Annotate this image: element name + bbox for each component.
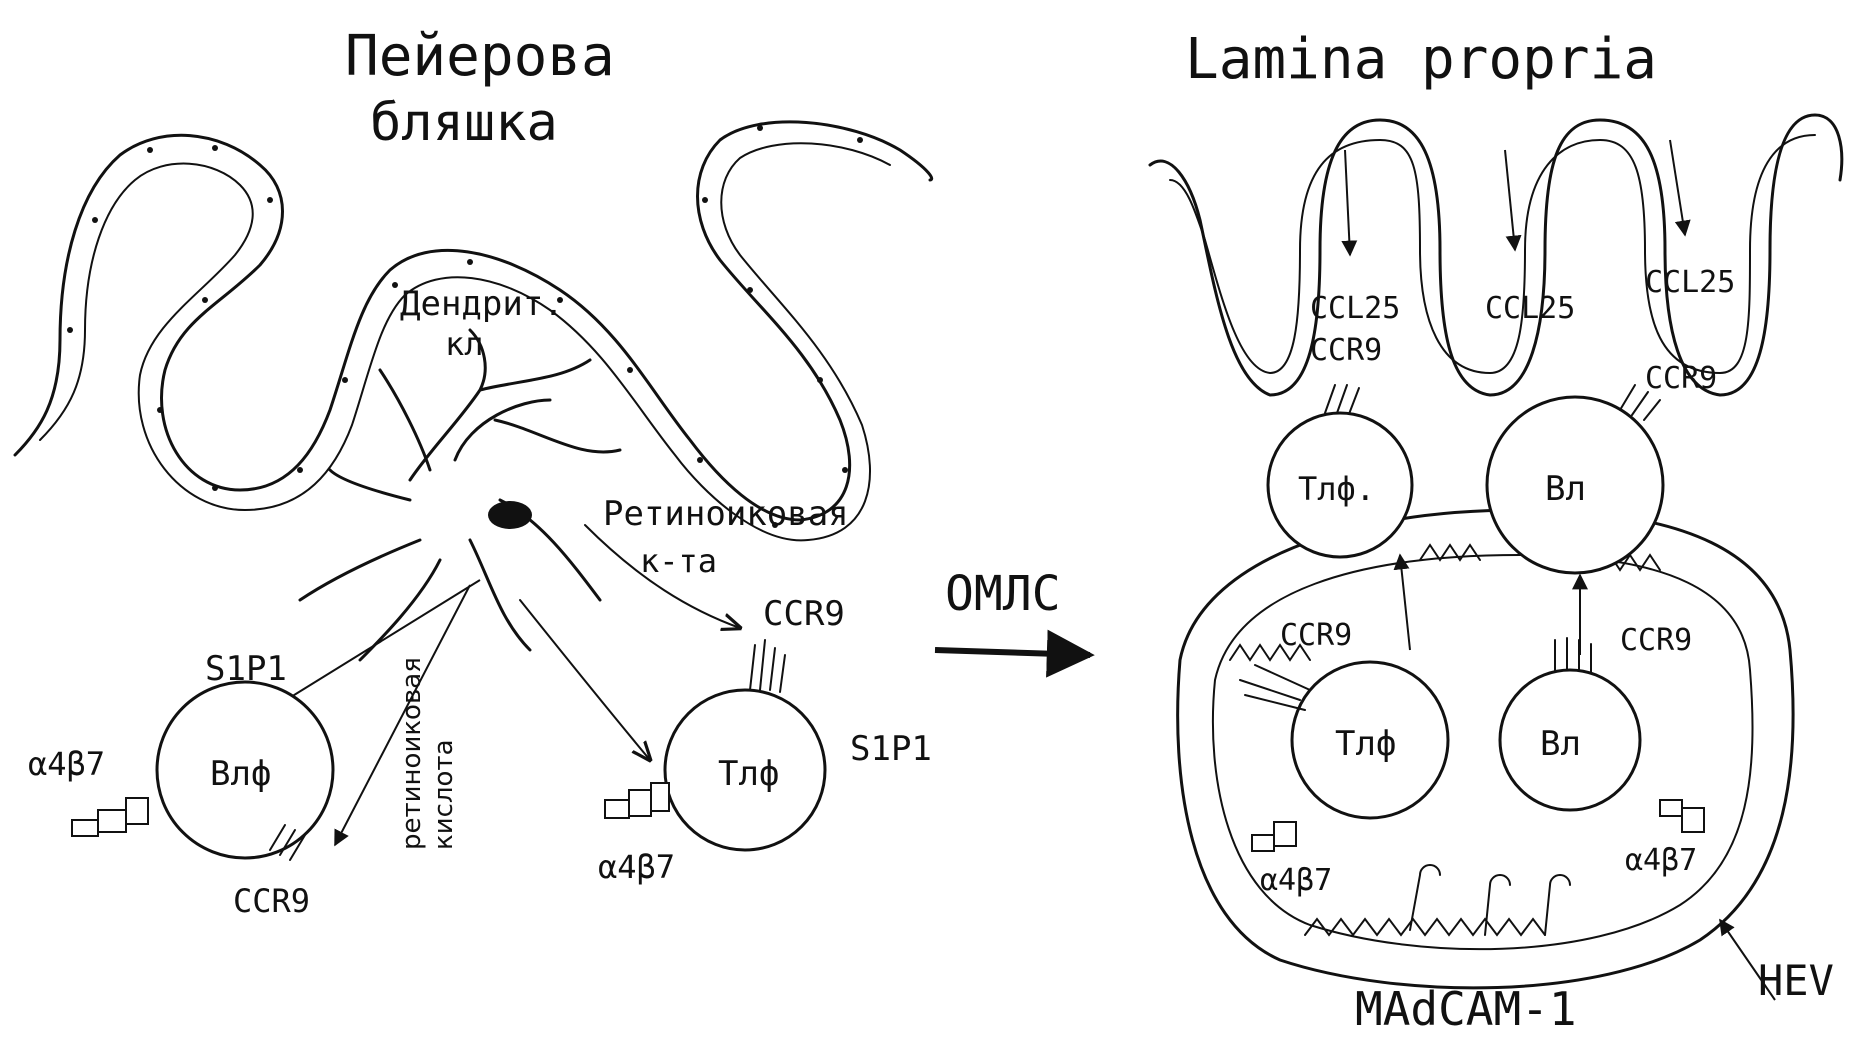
peyers-patch-panel: Пейерова бляшка Дендрит. кл Ретиноиковая…: [15, 24, 932, 920]
a4b7-left-label: α4β7: [28, 745, 105, 783]
arrow-to-t-cell-a4b7: [520, 600, 650, 760]
dendritic-cell-label-line2: кл: [445, 325, 484, 363]
dendritic-cell-nucleus: [488, 501, 532, 529]
a4b7-right-panel-left-label: α4β7: [1260, 863, 1332, 898]
villi-outline: [1150, 115, 1842, 395]
t-cell-inner-label: Tлф: [1335, 724, 1396, 764]
ccl25-label-1: CCL25: [1310, 291, 1400, 326]
printed-retinoic-label: ретиноиковая кислота: [397, 657, 459, 850]
retinoic-label-line1: Ретиноиковая: [603, 494, 849, 534]
dendritic-cell-label-line1: Дендрит.: [400, 284, 564, 324]
lamina-propria-title: Lamina propria: [1185, 27, 1657, 92]
peyers-patch-title-line1: Пейерова: [345, 24, 615, 89]
dendritic-cell-body: [300, 330, 620, 660]
villi-inner-outline: [1170, 135, 1815, 373]
printed-retinoic-line1: ретиноиковая: [397, 657, 427, 850]
ccr9-bottom-label: CCR9: [233, 882, 310, 920]
printed-retinoic-line2: кислота: [429, 740, 459, 851]
ccr9-villus-left-label: CCR9: [1310, 333, 1382, 368]
s1p1-left-label: S1P1: [205, 649, 287, 689]
ccr9-label-top: CCR9: [763, 594, 845, 634]
t-cell-top-label: Tлф.: [1298, 470, 1375, 508]
a4b7-right-label: α4β7: [598, 848, 675, 886]
ccl25-label-3: CCL25: [1645, 265, 1735, 300]
ccr9-vessel-left-label: CCR9: [1280, 618, 1352, 653]
arrow-t-cell-exit: [1400, 555, 1410, 650]
transition: ОМЛС: [935, 566, 1090, 655]
peyers-patch-title-line2: бляшка: [370, 93, 558, 153]
hev-label: HEV: [1758, 956, 1834, 1005]
dendritic-cell: [300, 330, 620, 660]
b-cell-inner-label: Bл: [1540, 724, 1581, 764]
hev-vessel-outer: [1178, 510, 1793, 988]
retinoic-label-line2: к-та: [640, 542, 717, 580]
ccr9-villus-right-label: CCR9: [1645, 361, 1717, 396]
transition-label: ОМЛС: [945, 566, 1061, 622]
ccl25-label-2: CCL25: [1485, 291, 1575, 326]
madcam-label: MAdCAM-1: [1355, 982, 1577, 1036]
a4b7-right-panel-right-label: α4β7: [1625, 843, 1697, 878]
b-cell-top-label: Bл: [1545, 469, 1586, 509]
s1p1-right-label: S1P1: [850, 729, 932, 769]
transition-arrow: [935, 650, 1090, 655]
b-cell-left-label: Bлф: [210, 754, 271, 794]
villus-arrows: [1345, 140, 1685, 255]
ccr9-vessel-right-label: CCR9: [1620, 623, 1692, 658]
t-cell-left-label: Tлф: [718, 754, 779, 794]
lamina-propria-panel: Lamina propria CCL25 CCL25 CCL25 CCR9 CC…: [1150, 27, 1842, 1036]
